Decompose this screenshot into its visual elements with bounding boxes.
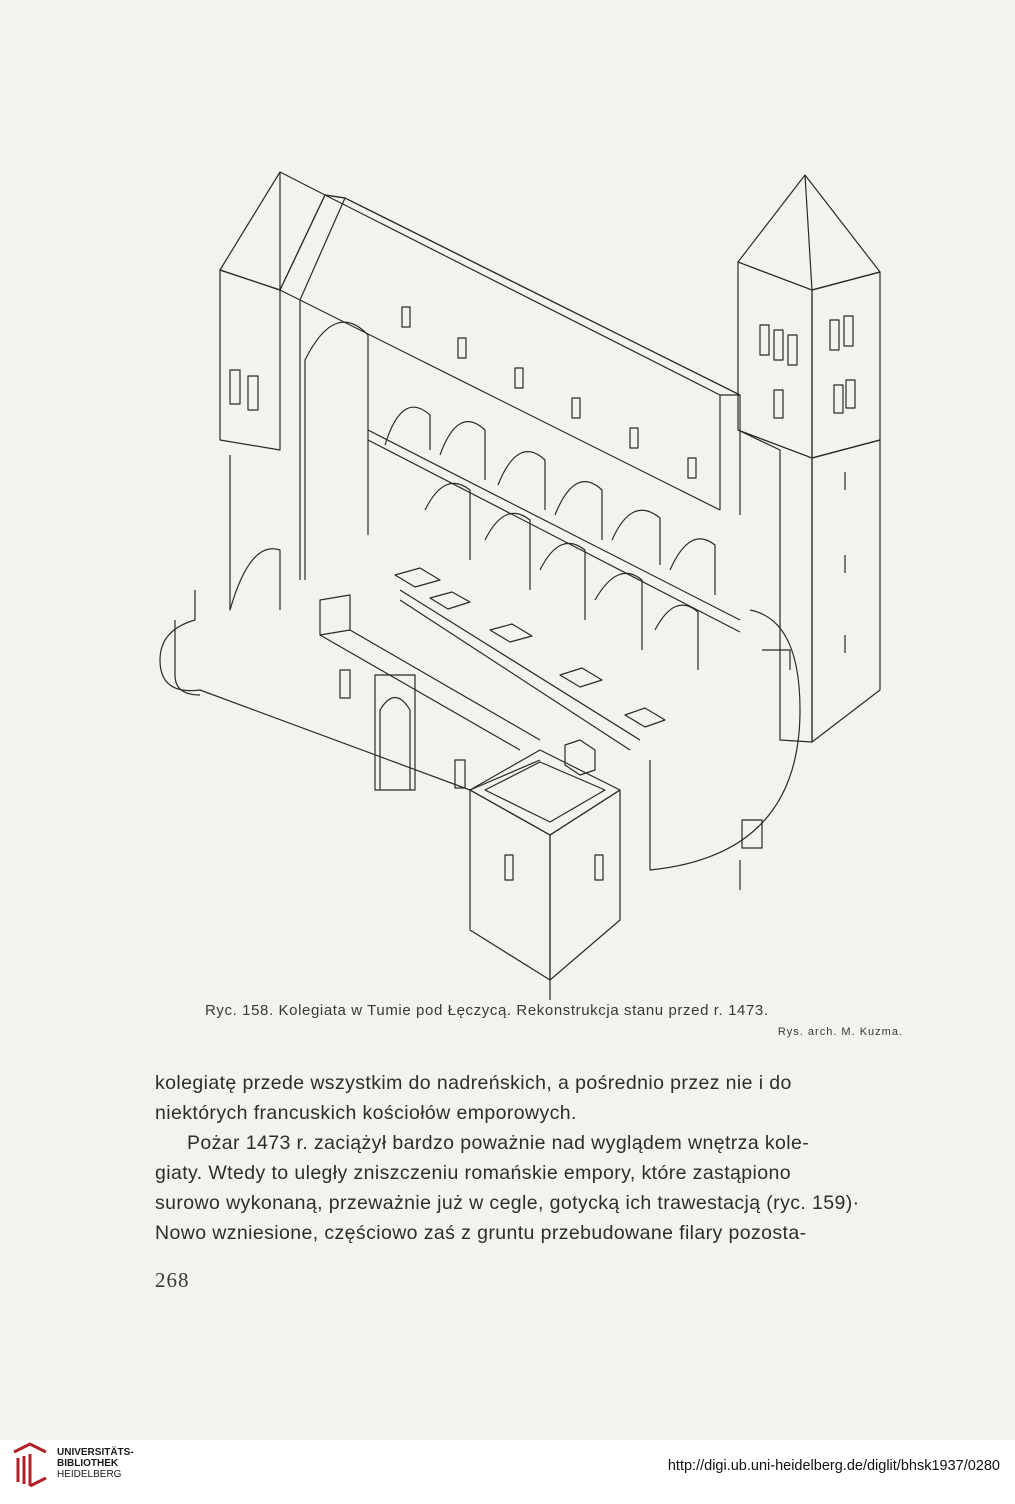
library-logo-icon bbox=[13, 1442, 47, 1488]
source-url-link[interactable]: http://digi.ub.uni-heidelberg.de/diglit/… bbox=[667, 1458, 1000, 1474]
library-name-line: HEIDELBERG bbox=[57, 1469, 122, 1480]
east-tower bbox=[737, 174, 881, 743]
body-line: surowo wykonaną, przeważnie już w cegle,… bbox=[155, 1192, 860, 1214]
library-name-line: BIBLIOTHEK bbox=[57, 1458, 119, 1469]
west-tower bbox=[219, 171, 326, 451]
church-reconstruction-drawing bbox=[140, 150, 900, 1000]
figure-caption: Ryc. 158. Kolegiata w Tumie pod Łęczycą.… bbox=[205, 1002, 769, 1019]
body-line: giaty. Wtedy to uległy zniszczeniu romań… bbox=[155, 1162, 791, 1184]
nave-piers bbox=[394, 567, 666, 751]
east-apse bbox=[649, 609, 801, 871]
library-name-line: UNIVERSITÄTS- bbox=[57, 1447, 134, 1458]
body-line: Nowo wzniesione, częściowo zaś z gruntu … bbox=[155, 1222, 807, 1244]
body-paragraph: kolegiatę przede wszystkim do nadreńskic… bbox=[155, 1068, 905, 1248]
aisle-walls bbox=[159, 455, 541, 791]
front-tower-block bbox=[469, 739, 621, 981]
nave-interior-arcades bbox=[299, 300, 741, 670]
body-line: niektórych francuskich kościołów emporow… bbox=[155, 1102, 577, 1124]
nave-roof bbox=[279, 194, 741, 515]
footer-bar bbox=[0, 1440, 1015, 1504]
body-line: kolegiatę przede wszystkim do nadreńskic… bbox=[155, 1072, 792, 1094]
page-number: 268 bbox=[155, 1268, 190, 1292]
library-name: UNIVERSITÄTS- BIBLIOTHEK HEIDELBERG bbox=[57, 1447, 134, 1480]
figure-credit: Rys. arch. M. Kuzma. bbox=[777, 1026, 903, 1038]
body-line: Pożar 1473 r. zaciążył bardzo poważnie n… bbox=[187, 1132, 810, 1154]
ground-lines bbox=[549, 860, 741, 1000]
